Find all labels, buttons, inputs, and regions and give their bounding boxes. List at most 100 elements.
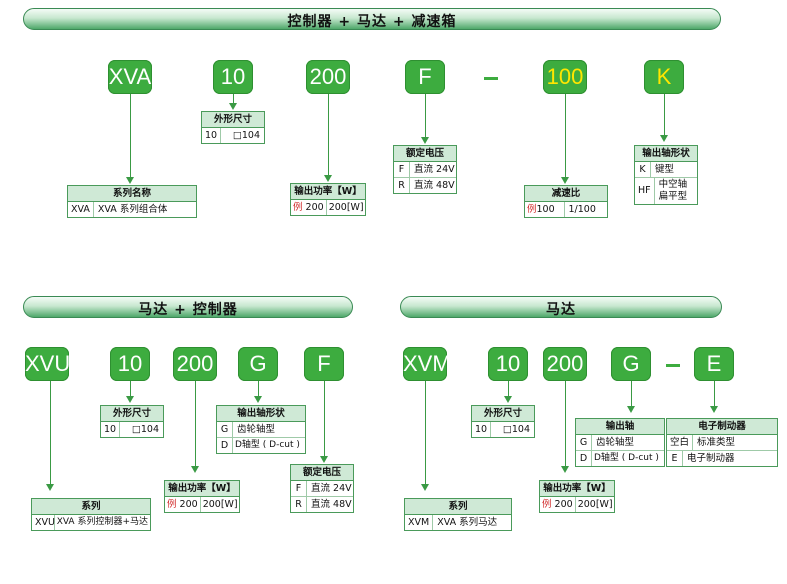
size-header: 外形尺寸	[101, 406, 163, 422]
shaft-box: 输出轴 G 齿轮轴型 D D轴型 ( D-cut )	[575, 418, 665, 467]
arrow-icon	[320, 456, 328, 463]
table-row: HF 中空轴 扁平型	[635, 177, 697, 204]
table-row: XVU XVA 系列控制器+马达	[32, 515, 150, 530]
table-row: R 直流 48V	[291, 496, 353, 512]
shaft-header: 输出轴	[576, 419, 664, 435]
power-header: 输出功率【W】	[165, 481, 239, 497]
brake-box: 电子制动器 空白 标准类型 E 电子制动器	[666, 418, 778, 467]
dash-separator	[484, 77, 498, 80]
connector-line	[565, 94, 566, 178]
table-row: G 齿轮轴型	[576, 435, 664, 450]
table-row: XVA XVA 系列组合体	[68, 202, 196, 217]
code-voltage: F	[304, 347, 344, 381]
connector-line	[508, 381, 509, 397]
connector-line	[425, 381, 426, 485]
table-row: E 电子制动器	[667, 450, 777, 466]
table-row: D D轴型 ( D-cut )	[576, 450, 664, 466]
section3-banner: 马达	[400, 296, 722, 318]
table-row: 空白 标准类型	[667, 435, 777, 450]
code-size: 10	[110, 347, 150, 381]
connector-line	[328, 94, 329, 176]
code-size: 10	[488, 347, 528, 381]
series-name-header: 系列名称	[68, 186, 196, 202]
power-box: 输出功率【W】 例 200 200[W]	[539, 480, 615, 513]
section2-banner: 马达 + 控制器	[23, 296, 353, 318]
arrow-icon	[561, 177, 569, 184]
power-header: 输出功率【W】	[540, 481, 614, 497]
voltage-header: 额定电压	[291, 465, 353, 481]
code-brake: E	[694, 347, 734, 381]
table-row: F 直流 24V	[394, 162, 456, 177]
size-box: 外形尺寸 10 □104	[201, 111, 265, 144]
size-header: 外形尺寸	[202, 112, 264, 128]
table-row: F 直流 24V	[291, 481, 353, 496]
code-power: 200	[173, 347, 217, 381]
table-row: 例 200 200[W]	[293, 200, 364, 215]
series-box: 系列 XVM XVA 系列马达	[404, 498, 512, 531]
table-row: K 键型	[635, 162, 697, 177]
table-row: 例 200 200[W]	[167, 497, 238, 512]
connector-line	[565, 381, 566, 467]
section2-title: 马达 + 控制器	[138, 302, 238, 318]
connector-line	[195, 381, 196, 467]
connector-line	[233, 94, 234, 104]
table-row: G 齿轮轴型	[217, 422, 305, 437]
brake-header: 电子制动器	[667, 419, 777, 435]
connector-line	[425, 94, 426, 138]
series-name-box: 系列名称 XVA XVA 系列组合体	[67, 185, 197, 218]
arrow-icon	[46, 484, 54, 491]
table-row: D D轴型 ( D-cut )	[217, 437, 305, 453]
connector-line	[258, 381, 259, 397]
table-row: 例100 1/100	[525, 202, 607, 217]
arrow-icon	[504, 396, 512, 403]
arrow-icon	[710, 406, 718, 413]
voltage-box: 额定电压 F 直流 24V R 直流 48V	[290, 464, 354, 513]
shaft-shape-box: 输出轴形状 K 键型 HF 中空轴 扁平型	[634, 145, 698, 205]
arrow-icon	[126, 177, 134, 184]
connector-line	[631, 381, 632, 407]
section1-title: 控制器 + 马达 + 减速箱	[287, 14, 457, 30]
series-header: 系列	[405, 499, 511, 515]
series-box: 系列 XVU XVA 系列控制器+马达	[31, 498, 151, 531]
connector-line	[324, 381, 325, 457]
code-size: 10	[213, 60, 253, 94]
code-power: 200	[543, 347, 587, 381]
shaft-shape-header: 输出轴形状	[217, 406, 305, 422]
arrow-icon	[421, 484, 429, 491]
size-header: 外形尺寸	[472, 406, 534, 422]
connector-line	[664, 94, 665, 136]
dash-separator	[666, 364, 680, 367]
arrow-icon	[627, 406, 635, 413]
code-shaft: G	[238, 347, 278, 381]
table-row: 10 □104	[101, 422, 163, 437]
voltage-box: 额定电压 F 直流 24V R 直流 48V	[393, 145, 457, 194]
series-header: 系列	[32, 499, 150, 515]
code-series-xvm: XVM	[403, 347, 451, 381]
arrow-icon	[254, 396, 262, 403]
arrow-icon	[660, 135, 668, 142]
ratio-header: 减速比	[525, 186, 607, 202]
power-box: 输出功率【W】 例 200 200[W]	[290, 183, 366, 216]
shaft-shape-box: 输出轴形状 G 齿轮轴型 D D轴型 ( D-cut )	[216, 405, 306, 454]
connector-line	[130, 94, 131, 178]
section3-title: 马达	[546, 302, 576, 318]
table-row: 例 200 200[W]	[542, 497, 613, 512]
table-row: 10 □104	[472, 422, 534, 437]
arrow-icon	[561, 466, 569, 473]
power-box: 输出功率【W】 例 200 200[W]	[164, 480, 240, 513]
table-row: 10 □104	[202, 128, 264, 143]
connector-line	[50, 381, 51, 485]
arrow-icon	[324, 175, 332, 182]
shaft-shape-header: 输出轴形状	[635, 146, 697, 162]
code-shaft: K	[644, 60, 684, 94]
table-row: R 直流 48V	[394, 177, 456, 193]
connector-line	[130, 381, 131, 397]
code-series-xvu: XVU	[25, 347, 70, 381]
code-series-xva: XVA	[108, 60, 152, 94]
arrow-icon	[191, 466, 199, 473]
arrow-icon	[421, 137, 429, 144]
code-shaft: G	[611, 347, 651, 381]
size-box: 外形尺寸 10 □104	[100, 405, 164, 438]
size-box: 外形尺寸 10 □104	[471, 405, 535, 438]
ratio-box: 减速比 例100 1/100	[524, 185, 608, 218]
